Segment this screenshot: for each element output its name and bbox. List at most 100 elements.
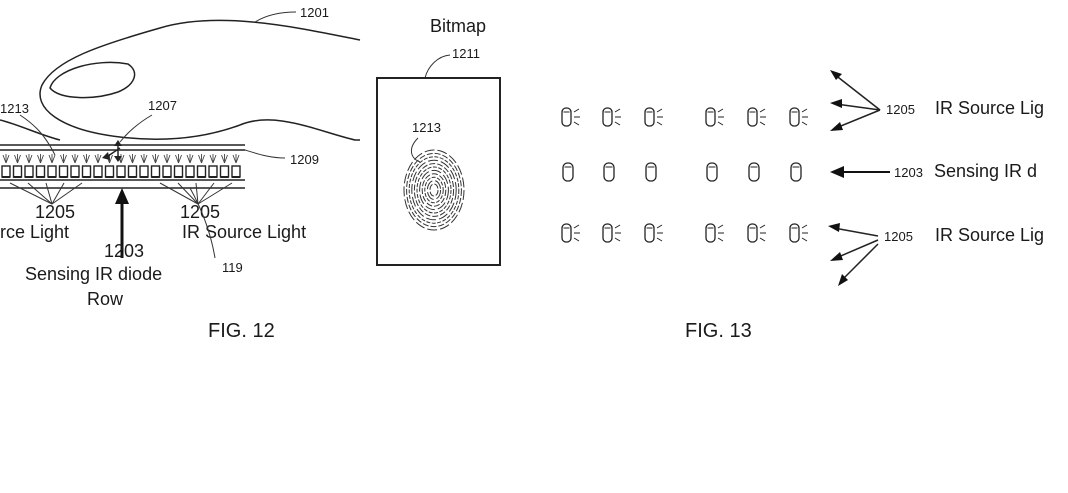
fingerprint-ridge [426,180,442,200]
ray-mark [94,154,102,164]
fig13-group: 1205 IR Source Lig 1203 Sensing IR d 120… [561,70,1044,342]
sensing-diode-icon [645,162,657,182]
label-ir-source-right: IR Source Light [182,222,306,242]
ray-mark [175,154,182,164]
fingerprint-ridge [419,169,449,211]
ir-source-light-icon [561,107,580,127]
sensing-diode-icon [748,162,760,182]
fig12-group: 1201 1213 1207 1209 120 [0,5,361,342]
light-rays [2,154,240,164]
ray-mark [60,154,67,164]
ref-1203: 1203 [104,241,144,261]
sensing-diode-icon [562,162,574,182]
fingerprint-ridge [408,156,460,224]
ir-source-light-icon [644,107,663,127]
ray-mark [232,154,240,164]
ir-source-light-icon [789,107,808,127]
ray-mark [163,154,171,164]
fingerprint-ridge [411,159,457,221]
ray-mark [83,154,90,164]
diode-cell [127,165,138,178]
sensing-diode-icon [706,162,718,182]
label-ir-source-left: rce Light [0,222,69,242]
small-arrow-head [102,152,110,160]
ref-1213-left: 1213 [0,101,29,116]
ref-1205-bottom: 1205 [884,229,913,244]
ir-source-light-icon [561,223,580,243]
sensing-diode-row [562,162,802,182]
fingerprint-ridge [421,173,447,207]
fingerprint-icon [403,149,465,231]
ray-mark [186,154,194,164]
ray-mark [14,154,21,164]
fingerprint-ridge [429,183,439,197]
ir-source-light-icon [747,107,766,127]
arrow-mid-head [830,166,844,178]
diode-cell [139,165,149,178]
bitmap-group: Bitmap 1211 1213 [376,16,501,266]
ref-1213-bitmap: 1213 [412,120,441,135]
diode-cell [219,165,230,178]
ir-source-light-icon [705,107,724,127]
ray-mark [48,154,56,164]
ray-mark [2,154,10,164]
diode-cell [1,165,11,178]
diode-cell [173,165,184,178]
fingerprint-ridge [403,149,465,231]
ref-119: 119 [222,260,243,275]
ray-mark [71,154,79,164]
fingerprint-ridge [406,152,462,228]
diode-cell [12,165,23,178]
label-ir-source-top: IR Source Lig [935,98,1044,118]
leader-1209 [244,149,286,159]
diode-cell [81,165,92,178]
diode-cell [196,165,207,178]
ref-1211: 1211 [452,46,480,61]
leader-1211 [424,54,451,79]
diode-cell [70,165,80,178]
sensing-diode-icon [790,162,802,182]
ir-source-light-icon [747,223,766,243]
leader-fan-1205-left [9,182,83,205]
label-sensing-row: Row [87,289,124,309]
ir-source-light-icon [705,223,724,243]
ray-mark [140,154,148,164]
ray-mark [221,154,228,164]
ref-1205-left: 1205 [35,202,75,222]
arrows-bottom [828,223,879,286]
finger-icon [0,19,361,141]
arrows-top [830,70,881,131]
diode-cell [93,165,103,178]
diode-cell [162,165,172,178]
ref-1207: 1207 [148,98,177,113]
ir-source-light-icon [602,107,621,127]
small-arrow [107,147,121,157]
label-sensing-mid: Sensing IR d [934,161,1037,181]
leader-1207 [119,114,153,143]
label-sensing-diode: Sensing IR diode [25,264,162,284]
diode-cell [35,165,46,178]
ray-mark [152,154,159,164]
fingerprint-ridge [413,163,455,217]
ref-1205-top: 1205 [886,102,915,117]
ir-source-row-top [561,107,808,127]
ir-source-row-bottom [561,223,808,243]
diode-cell [208,165,218,178]
diode-cell [47,165,57,178]
diode-cell [116,165,126,178]
ir-source-light-icon [644,223,663,243]
ref-1201: 1201 [300,5,329,20]
sensing-arrow-head [115,188,129,204]
ref-1205-right: 1205 [180,202,220,222]
leader-119 [189,187,216,259]
fig12-caption: FIG. 12 [208,320,275,342]
bitmap-title: Bitmap [430,16,486,36]
leader-1213-left [19,114,56,156]
diode-cell [150,165,161,178]
fig13-caption: FIG. 13 [685,320,752,342]
diode-cell [24,165,34,178]
gap-arrow-head-up [114,140,122,146]
ray-mark [37,154,44,164]
